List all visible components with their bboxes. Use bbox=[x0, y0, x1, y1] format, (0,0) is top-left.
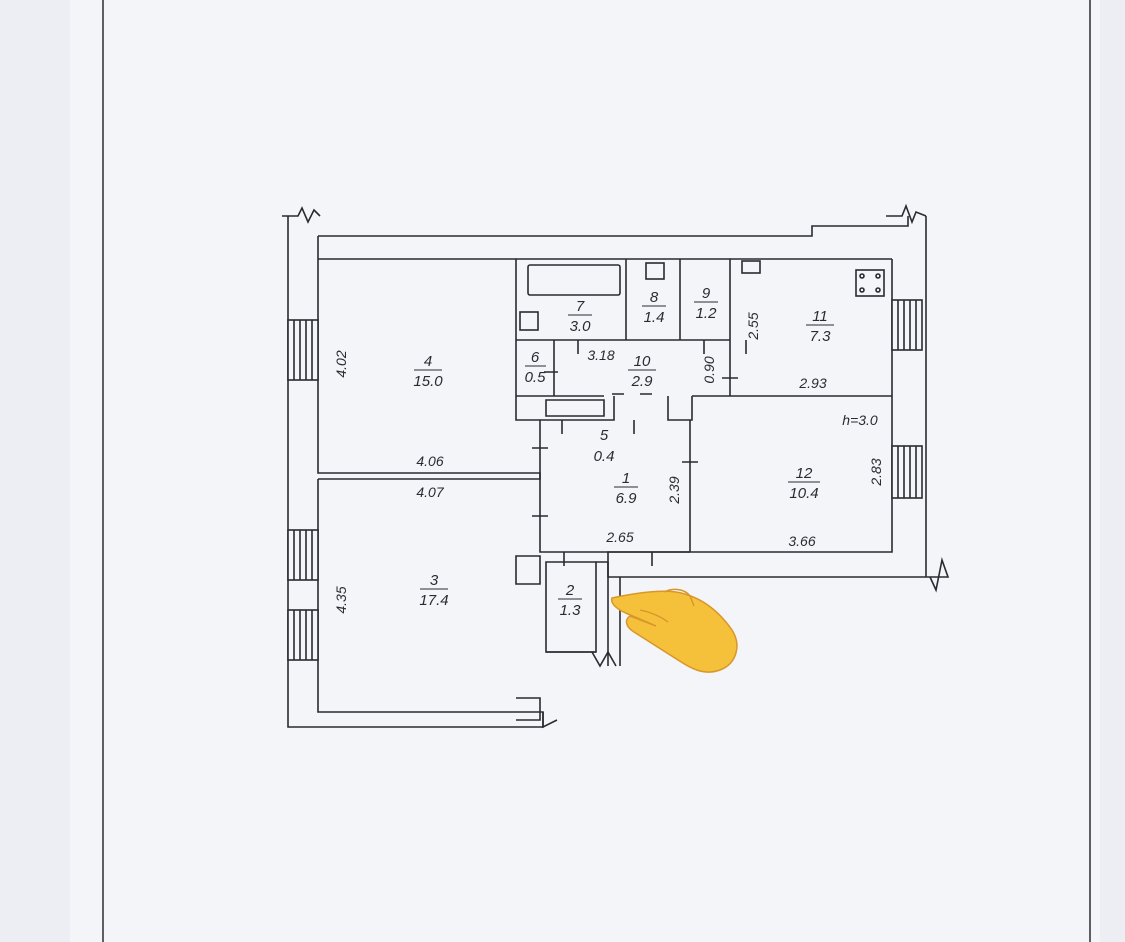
room-area: 3.0 bbox=[570, 318, 592, 335]
room-area: 1.4 bbox=[644, 309, 665, 326]
paper bbox=[70, 0, 1100, 942]
room-label: 117.3 bbox=[806, 308, 834, 345]
dimension-label: 2.65 bbox=[605, 529, 633, 545]
room-label: 16.9 bbox=[614, 470, 638, 507]
dimension-labels: 4.02 4.06 4.07 4.35 3.18 0.90 2.55 2.93 … bbox=[333, 312, 884, 613]
room-area: 1.2 bbox=[696, 305, 718, 322]
dimension-label: 2.93 bbox=[798, 375, 826, 391]
room-area: 1.3 bbox=[560, 602, 582, 619]
room-label: 73.0 bbox=[568, 298, 592, 335]
room-area: 0.4 bbox=[594, 448, 615, 465]
room-area: 0.5 bbox=[525, 369, 547, 386]
room-label: 21.3 bbox=[558, 582, 582, 619]
dimension-label: 4.02 bbox=[333, 350, 349, 377]
room-label: 415.0 bbox=[413, 353, 443, 390]
room-label: 102.9 bbox=[628, 353, 656, 390]
room-number: 6 bbox=[531, 349, 540, 366]
dimension-label: 2.39 bbox=[666, 476, 682, 504]
room-number: 5 bbox=[600, 427, 609, 444]
room-number: 7 bbox=[576, 298, 585, 315]
room-number: 10 bbox=[634, 353, 651, 370]
room-label: 50.4 bbox=[594, 427, 615, 465]
room-number: 12 bbox=[796, 465, 813, 482]
room-number: 3 bbox=[430, 572, 439, 589]
dimension-label: 3.18 bbox=[587, 347, 614, 363]
room-area: 2.9 bbox=[631, 373, 654, 390]
room-label: 12 10.4 bbox=[788, 465, 820, 502]
room-area: 17.4 bbox=[419, 592, 448, 609]
pinching-hand-icon bbox=[610, 588, 738, 673]
room-number: 8 bbox=[650, 289, 659, 306]
room-area: 6.9 bbox=[616, 490, 638, 507]
ceiling-height-label: h=3.0 bbox=[842, 412, 878, 428]
room-label: 60.5 bbox=[525, 349, 547, 386]
dimension-label: 4.07 bbox=[416, 484, 444, 500]
room-number: 11 bbox=[812, 308, 828, 325]
room-number: 2 bbox=[565, 582, 575, 599]
dimension-label: 2.55 bbox=[745, 312, 761, 340]
room-labels: 16.9 21.3 317.4 415.0 50.4 60.5 73.0 81.… bbox=[413, 285, 834, 619]
room-label: 81.4 bbox=[642, 289, 666, 326]
room-area: 7.3 bbox=[810, 328, 832, 345]
dimension-label: 4.35 bbox=[333, 586, 349, 613]
room-area: 15.0 bbox=[413, 373, 443, 390]
dimension-label: 3.66 bbox=[788, 533, 815, 549]
room-number: 4 bbox=[424, 353, 432, 370]
room-number: 9 bbox=[702, 285, 711, 302]
plan-walls bbox=[282, 203, 950, 729]
room-number: 1 bbox=[622, 470, 630, 487]
dimension-label: 0.90 bbox=[701, 356, 717, 383]
room-label: 91.2 bbox=[694, 285, 718, 322]
room-area: 10.4 bbox=[789, 485, 818, 502]
dimension-label: 4.06 bbox=[416, 453, 443, 469]
room-label: 317.4 bbox=[419, 572, 448, 609]
dimension-label: 2.83 bbox=[868, 458, 884, 486]
